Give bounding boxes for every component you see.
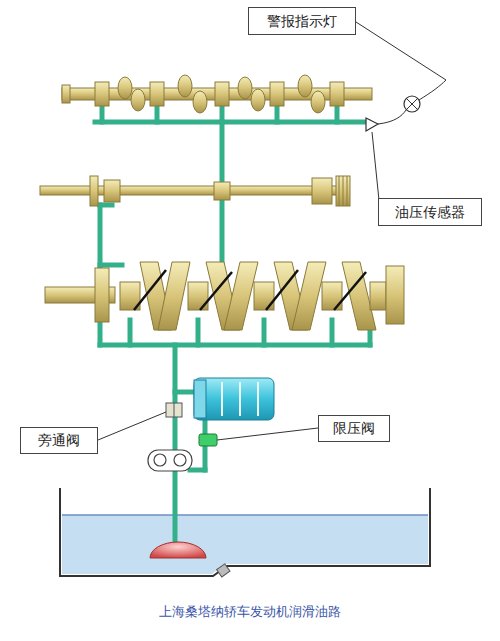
warning-lamp-symbol (406, 98, 418, 110)
leader-line (98, 22, 446, 440)
warning-lamp-symbol (406, 98, 418, 110)
crankshaft (254, 282, 274, 310)
pressure-limit-valve (199, 434, 217, 446)
crank-oil-hole (134, 270, 166, 310)
camshaft (270, 82, 284, 106)
camshaft (238, 77, 252, 99)
callout-label: 限压阀 (333, 420, 375, 437)
callout-box: 限压阀 (318, 415, 390, 442)
camshaft (62, 75, 372, 113)
crank-oil-hole (266, 270, 298, 310)
camshaft (193, 91, 207, 113)
camshaft (178, 75, 192, 97)
camshaft (118, 77, 132, 99)
oil-passage (220, 104, 225, 122)
oil-strainer (150, 542, 206, 558)
bypass-valve (174, 403, 175, 417)
oil-filter (239, 382, 241, 416)
oil-pressure-sensor (378, 110, 406, 124)
camshaft (330, 82, 344, 106)
intermediate-shaft (40, 176, 350, 206)
intermediate-shaft (90, 176, 98, 206)
oil-passage (330, 320, 335, 345)
crankshaft (95, 268, 109, 322)
oil-pump (148, 450, 192, 471)
intermediate-shaft (336, 176, 350, 206)
camshaft (298, 75, 312, 97)
camshaft (251, 89, 265, 111)
oil-pan (217, 564, 230, 577)
crankshaft (370, 282, 386, 310)
diagram-caption: 上海桑塔纳轿车发动机润滑油路 (0, 603, 500, 621)
intermediate-shaft (343, 176, 344, 206)
oil-passage (275, 104, 280, 122)
oil-pump (174, 454, 186, 466)
oil-pan (60, 488, 430, 576)
leader-line (217, 428, 318, 440)
bypass-valve (166, 403, 182, 417)
oil-passage (262, 320, 267, 345)
crank-oil-hole (200, 272, 232, 310)
oil-passage (196, 320, 201, 345)
oil-passage (100, 263, 122, 268)
oil-passage (220, 122, 225, 182)
intermediate-shaft (104, 180, 120, 202)
oil-pressure-sensor (366, 110, 406, 131)
oil-passage (335, 104, 340, 122)
oil-strainer (150, 542, 206, 558)
warning-lamp-symbol (404, 96, 420, 112)
intermediate-shaft (339, 176, 340, 206)
crank-oil-hole (134, 270, 366, 310)
camshaft (95, 82, 109, 106)
callout-box: 旁通阀 (20, 427, 98, 454)
warning-lamp-symbol (419, 80, 446, 100)
camshaft (62, 85, 70, 103)
leader-line (98, 412, 166, 440)
oil-passage (95, 120, 368, 125)
camshaft (311, 91, 325, 113)
oil-pan (60, 488, 430, 577)
oil-pump (154, 454, 166, 466)
oil-passage (155, 104, 160, 122)
camshaft (215, 82, 229, 106)
oil-pump (148, 450, 192, 471)
callout-box: 警报指示灯 (248, 7, 356, 35)
oil-filter (194, 378, 274, 420)
intermediate-shaft (40, 186, 340, 195)
pressure-limit-valve (199, 434, 217, 446)
oil-passage (173, 345, 178, 545)
crank-oil-hole (334, 272, 366, 310)
leader-line (356, 22, 446, 80)
camshaft (131, 89, 145, 111)
oil-passage (128, 320, 133, 345)
camshaft (150, 82, 164, 106)
intermediate-shaft (347, 176, 348, 206)
oil-filter (194, 378, 274, 420)
oil-pan (62, 514, 428, 516)
crankshaft (45, 262, 404, 330)
callout-label: 旁通阀 (38, 432, 80, 449)
oil-passage (95, 104, 370, 545)
callout-label: 油压传感器 (395, 204, 465, 221)
crankshaft (386, 266, 404, 324)
intermediate-shaft (214, 182, 230, 200)
bypass-valve (166, 403, 182, 417)
warning-lamp-symbol (404, 80, 446, 112)
oil-passage (100, 203, 112, 208)
intermediate-shaft (312, 178, 332, 204)
oil-filter (194, 380, 206, 418)
oil-filter (221, 382, 223, 416)
oil-passage (100, 104, 105, 122)
oil-filter (257, 382, 259, 416)
crankshaft (224, 262, 258, 330)
callout-box: 油压传感器 (378, 198, 482, 226)
oil-pressure-sensor (366, 118, 378, 131)
oil-passage (220, 198, 225, 262)
callout-label: 警报指示灯 (267, 13, 337, 30)
